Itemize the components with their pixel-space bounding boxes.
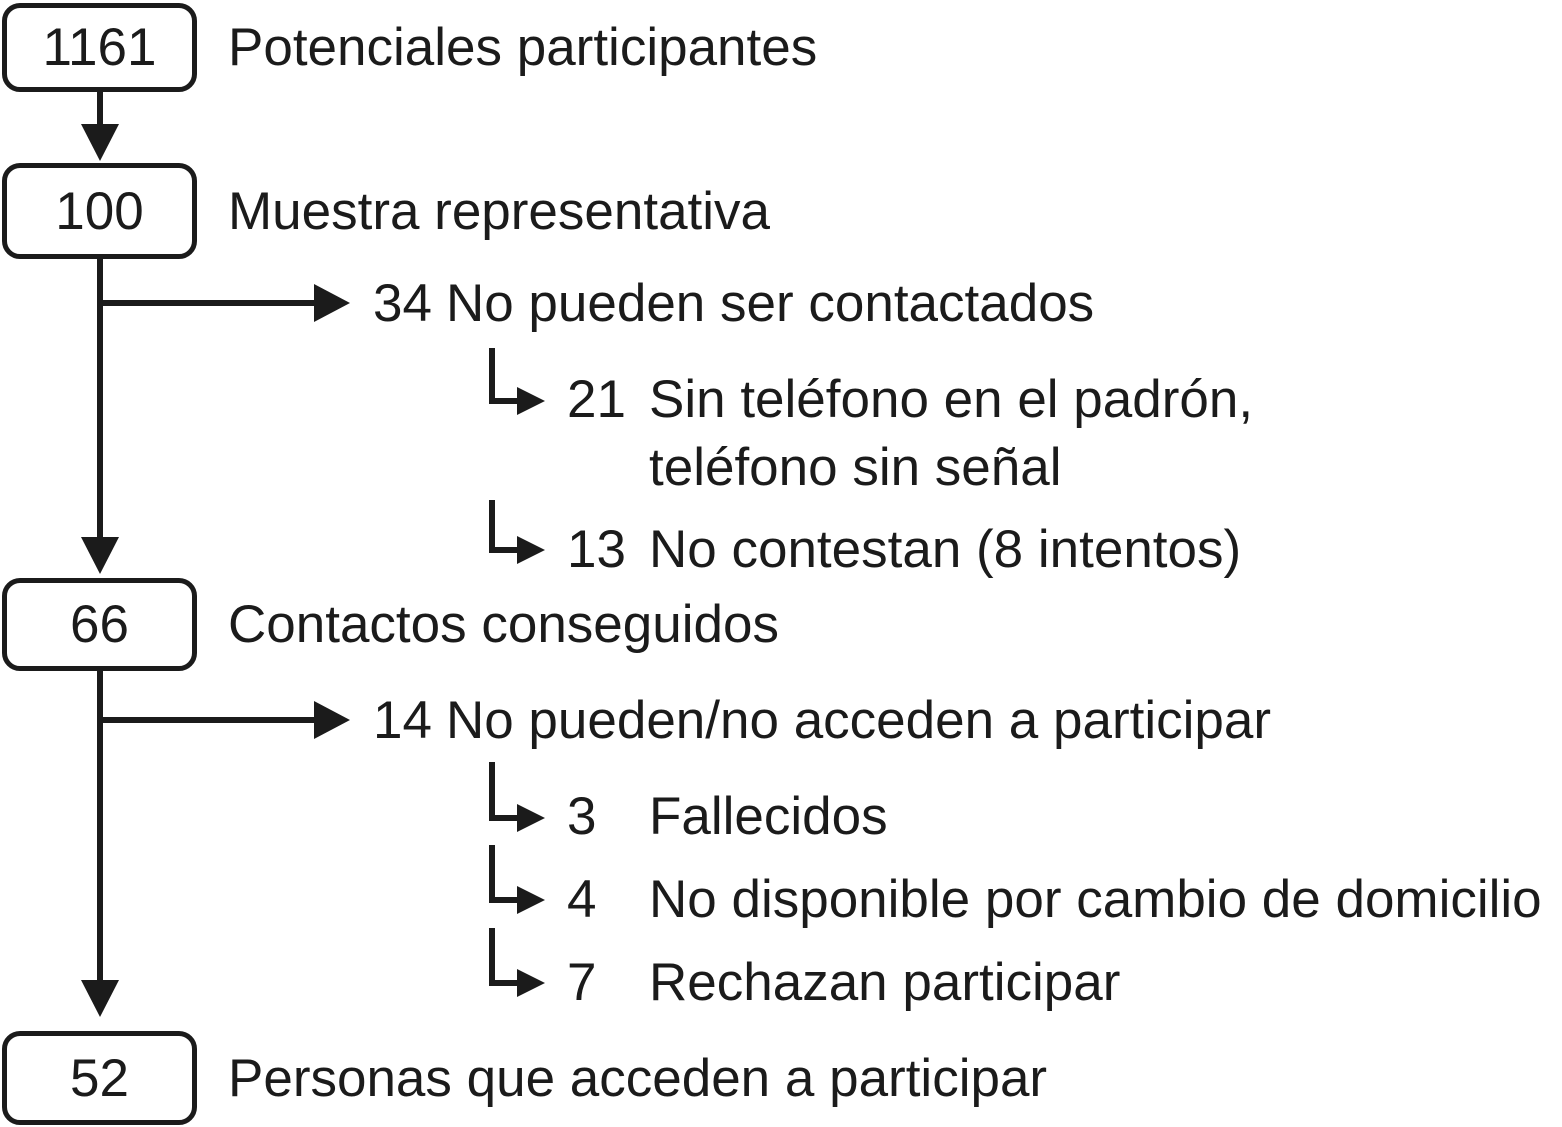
reason-label: No contestan (8 intentos) [649,520,1242,579]
node-count: 52 [70,1048,129,1108]
right-arrowhead-13 [517,536,545,564]
right-arrowhead-3 [517,804,545,832]
reason-count: 4 [567,870,597,929]
right-arrowhead-14 [314,701,350,739]
reason-no-answer: 13 No contestan (8 intentos) [567,516,1241,584]
right-arrowhead-21 [517,387,545,415]
exclusion-not-contacted: 34 No pueden ser contactados [373,269,1094,337]
down-arrowhead-3 [81,980,119,1017]
node-label-agree-to-participate: Personas que acceden a participar [228,1048,1048,1108]
exclusion-cannot-participate: 14 No pueden/no acceden a participar [373,686,1271,754]
right-arrowhead-34 [314,284,350,322]
reason-moved-away: 4 No disponible por cambio de domicilio [567,866,1542,934]
reason-label: Fallecidos [649,787,888,846]
reason-count: 3 [567,787,597,846]
node-label-potential-participants: Potenciales participantes [228,18,818,77]
elbow-line-21 [489,348,520,404]
count-box-contacts-achieved: 66 [2,578,197,671]
reason-count: 21 [567,370,626,429]
count-box-representative-sample: 100 [2,163,197,259]
elbow-line-7 [489,928,520,986]
elbow-line-3 [489,762,520,821]
reason-refused: 7 Rechazan participar [567,949,1120,1017]
exclusion-label: No pueden ser contactados [445,273,1095,333]
node-count: 1161 [42,18,157,77]
down-arrowhead-2 [81,537,119,574]
node-label-contacts-achieved: Contactos conseguidos [228,595,779,654]
reason-label: Sin teléfono en el padrón, teléfono sin … [649,370,1254,497]
exclusion-count: 34 [373,273,432,333]
reason-count: 7 [567,953,597,1012]
reason-no-phone: 21 Sin teléfono en el padrón, teléfono s… [567,366,1253,502]
right-arrowhead-7 [517,969,545,997]
down-arrowhead-1 [81,124,119,161]
count-box-potential-participants: 1161 [2,3,197,92]
reason-count: 13 [567,520,626,579]
reason-deceased: 3 Fallecidos [567,783,888,851]
elbow-line-13 [489,500,520,553]
node-count: 66 [70,595,129,654]
reason-label: No disponible por cambio de domicilio [649,870,1542,929]
node-label-representative-sample: Muestra representativa [228,181,771,241]
exclusion-label: No pueden/no acceden a participar [445,690,1271,750]
node-count: 100 [55,181,144,241]
exclusion-count: 14 [373,690,432,750]
right-arrowhead-4 [517,886,545,914]
reason-label: Rechazan participar [649,953,1121,1012]
count-box-agree-to-participate: 52 [2,1031,197,1125]
elbow-line-4 [489,845,520,903]
